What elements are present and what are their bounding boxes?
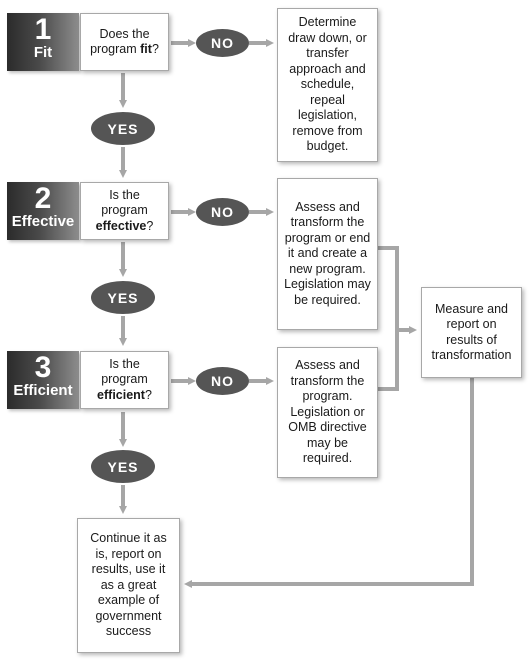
question-fit-text: Does the program fit? [90,26,159,57]
arrow-measure-to-final [184,378,474,588]
stage-1-word: Fit [33,44,53,61]
continue-success-box: Continue it as is, report on results, us… [77,518,180,653]
outcome-efficient-text: Assess and transform the program. Legisl… [288,358,367,466]
outcome-efficient-box: Assess and transform the program. Legisl… [277,347,378,478]
yes-decision-3: YES [91,450,155,483]
measure-report-text: Measure and report on results of transfo… [431,301,512,363]
stage-1-label: 1 Fit [7,13,79,71]
connector-outcome3-to-merge [378,330,399,391]
question-effective-box: Is the program effective? [80,182,169,240]
no-decision-1: NO [196,29,249,57]
measure-report-box: Measure and report on results of transfo… [421,287,522,378]
connector-outcome2-to-merge [378,246,399,330]
stage-3-number: 3 [34,351,52,384]
yes-decision-1: YES [91,112,155,145]
stage-1-number: 1 [34,13,52,46]
outcome-effective-box: Assess and transform the program or end … [277,178,378,330]
question-effective-text: Is the program effective? [95,187,154,233]
stage-2-number: 2 [34,182,52,215]
outcome-effective-text: Assess and transform the program or end … [284,199,371,307]
outcome-fit-box: Determine draw down, or transfer approac… [277,8,378,162]
yes-decision-2: YES [91,281,155,314]
no-decision-3: NO [196,367,249,395]
stage-3-label: 3 Efficient [7,351,79,409]
stage-3-word: Efficient [13,382,73,399]
question-efficient-text: Is the program efficient? [97,356,152,402]
question-fit-box: Does the program fit? [80,13,169,71]
stage-2-label: 2 Effective [7,182,79,240]
continue-success-text: Continue it as is, report on results, us… [90,531,167,639]
stage-2-word: Effective [11,213,75,230]
question-efficient-box: Is the program efficient? [80,351,169,409]
no-decision-2: NO [196,198,249,226]
outcome-fit-text: Determine draw down, or transfer approac… [288,15,367,154]
